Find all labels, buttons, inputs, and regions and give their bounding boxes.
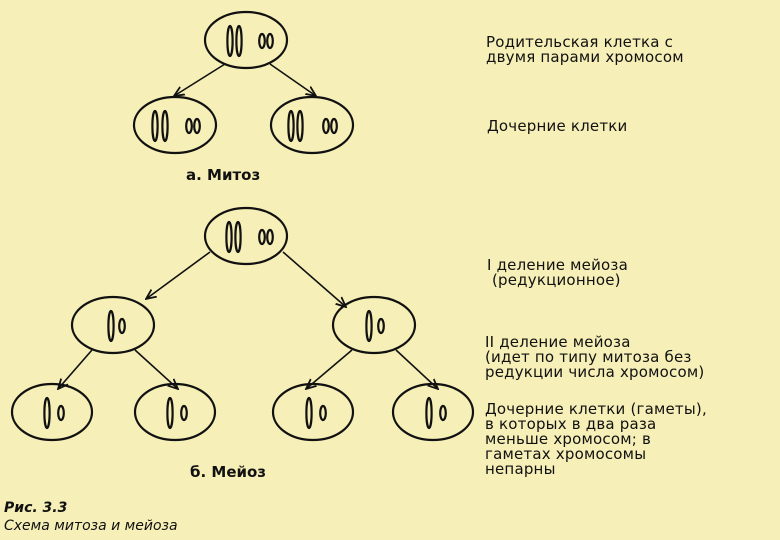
- meiosis-arrow-2a: [58, 349, 93, 389]
- mitosis-section: [132, 10, 355, 155]
- chromosome-short-pair: [258, 32, 274, 50]
- chromosome-long-pair: [226, 24, 243, 58]
- meiosis-arrow-1-right: [282, 251, 346, 307]
- meiosis-parent-cell: [203, 206, 289, 266]
- gametes-label: Дочерние клетки (гаметы), в которых в дв…: [485, 400, 707, 478]
- daughter-cells-label: Дочерние клетки: [487, 117, 628, 135]
- meiosis-caption: б. Мейоз: [190, 463, 267, 481]
- meiosis-division2-label: II деление мейоза (идет по типу митоза б…: [485, 333, 705, 381]
- meiosis-arrow-2d: [395, 349, 438, 389]
- mitosis-caption: а. Митоз: [186, 166, 261, 184]
- meiosis-arrow-2b: [134, 349, 178, 389]
- meiosis-division1-label: I деление мейоза (редукционное): [487, 256, 628, 289]
- meiosis-division1-cell-left: [70, 295, 156, 355]
- meiosis-division1-cell-right: [331, 295, 417, 355]
- figure-title: Схема митоза и мейоза: [4, 518, 178, 534]
- gamete-cell-2: [133, 382, 217, 442]
- gamete-cell-4: [391, 382, 475, 442]
- mitosis-arrow-right: [269, 63, 316, 96]
- meiosis-section: [10, 206, 475, 442]
- parent-cell-label: Родительская клетка с двумя парами хромо…: [486, 33, 684, 66]
- meiosis-arrow-1-left: [146, 251, 211, 299]
- mitosis-arrow-left: [174, 63, 226, 96]
- figure-number: Рис. 3.3: [4, 500, 68, 516]
- mitosis-parent-cell: [203, 10, 289, 70]
- gamete-cell-3: [271, 382, 355, 442]
- meiosis-arrow-2c: [306, 349, 353, 389]
- mitosis-daughter-cell-right: [269, 95, 355, 155]
- mitosis-daughter-cell-left: [132, 95, 218, 155]
- gamete-cell-1: [10, 382, 94, 442]
